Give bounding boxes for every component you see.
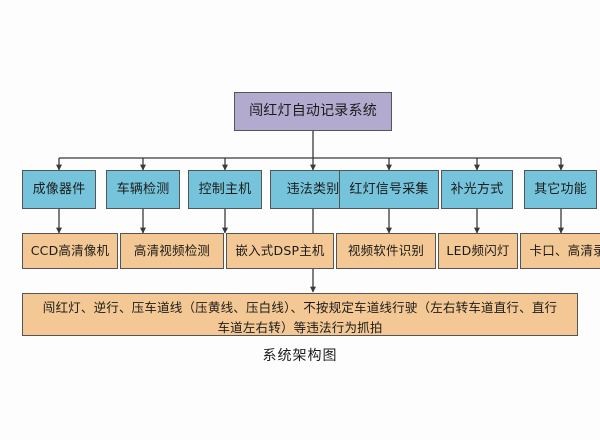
node-l1-label: 控制主机: [198, 181, 252, 197]
node-l2-ccd-hd-camera[interactable]: CCD高清像机: [22, 233, 118, 269]
node-l1-label: 成像器件: [32, 181, 86, 197]
node-l1-label: 车辆检测: [116, 181, 170, 197]
node-l2-label: 视频软件识别: [347, 242, 425, 258]
node-l1-imaging-device[interactable]: 成像器件: [22, 170, 96, 209]
node-l2-hd-video-detection[interactable]: 高清视频检测: [120, 233, 224, 269]
node-l1-red-light-signal-capture[interactable]: 红灯信号采集: [339, 170, 439, 209]
node-root-label: 闯红灯自动记录系统: [249, 103, 377, 120]
node-l1-label: 红灯信号采集: [349, 181, 429, 197]
node-l2-video-software-recognition[interactable]: 视频软件识别: [336, 233, 436, 269]
node-l2-embedded-dsp-host[interactable]: 嵌入式DSP主机: [226, 233, 334, 269]
node-l2-label: 卡口、高清录像: [529, 242, 600, 258]
node-l1-label: 其它功能: [534, 181, 587, 197]
node-l1-vehicle-detection[interactable]: 车辆检测: [106, 170, 180, 209]
summary-line-1: 闯红灯、逆行、压车道线（压黄线、压白线）、不按规定车道线行驶（左右转车道直行、直…: [42, 300, 558, 315]
node-l2-label: 嵌入式DSP主机: [235, 242, 325, 258]
node-l1-fill-light-mode[interactable]: 补光方式: [441, 170, 513, 209]
node-l1-label: 违法类别: [286, 181, 340, 197]
node-l2-label: 高清视频检测: [133, 242, 211, 258]
node-l1-label: 补光方式: [450, 181, 504, 197]
diagram-caption: 系统架构图: [262, 348, 338, 364]
summary-line-2: 车道左右转）等违法行为抓拍: [217, 320, 383, 335]
node-l2-led-strobe-light[interactable]: LED频闪灯: [438, 233, 518, 269]
node-l1-control-host[interactable]: 控制主机: [188, 170, 262, 209]
node-l2-label: LED频闪灯: [446, 242, 510, 258]
node-l2-checkpoint-hd-recording[interactable]: 卡口、高清录像: [520, 233, 600, 269]
node-summary-violation-list[interactable]: 闯红灯、逆行、压车道线（压黄线、压白线）、不按规定车道线行驶（左右转车道直行、直…: [22, 293, 578, 336]
node-l1-other-functions[interactable]: 其它功能: [524, 170, 597, 209]
node-l2-label: CCD高清像机: [30, 242, 110, 258]
node-root-system[interactable]: 闯红灯自动记录系统: [234, 92, 392, 131]
